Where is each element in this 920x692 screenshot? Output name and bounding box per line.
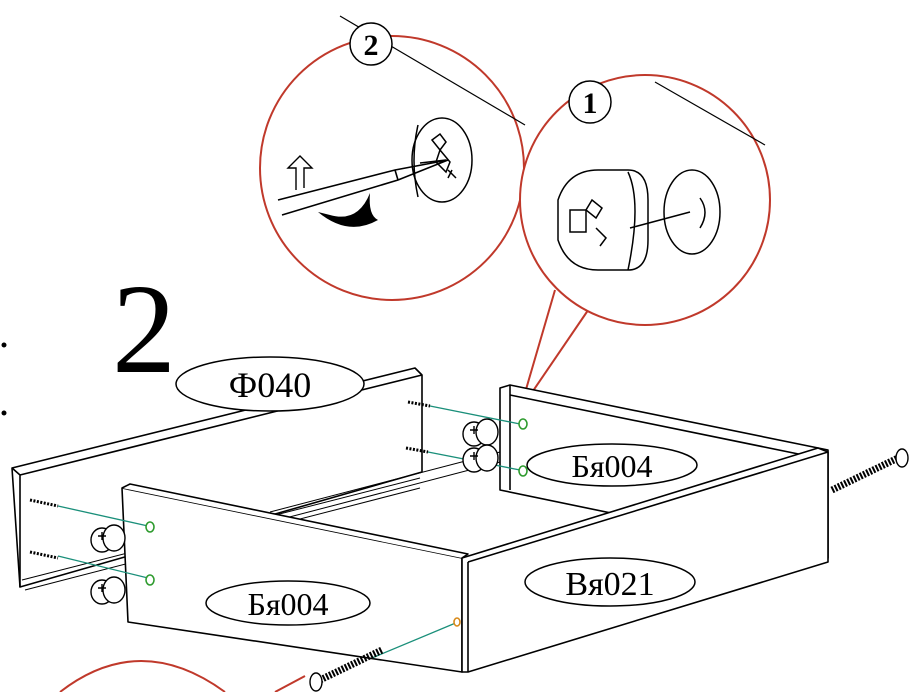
hole-marker-front [453, 617, 461, 627]
margin-dot [1, 410, 7, 416]
label-left-side: Бя004 [205, 580, 371, 626]
detail-1-number-badge [568, 80, 612, 124]
confirmat-screw-icon [830, 448, 909, 494]
detail-1-circle [519, 74, 771, 326]
detail-3-circle-partial [59, 660, 226, 692]
rotation-arrow-icon [286, 155, 378, 227]
left-side-panel [121, 487, 463, 673]
cam-lock-icon [557, 169, 721, 271]
confirmat-screw-icon [309, 646, 384, 692]
detail-1-callout: 1 [519, 74, 771, 411]
label-back-panel: Ф040 [175, 356, 365, 412]
cam-lock-icon [90, 418, 499, 605]
guide-lines [57, 405, 521, 659]
detail-2-callout: 2 [259, 15, 526, 301]
step-number: 2 [112, 258, 176, 400]
right-side-label: Бя004 [571, 448, 652, 484]
front-panel-label: Вя021 [565, 566, 654, 603]
hardware [29, 400, 909, 692]
cam-lock-icon [411, 117, 473, 203]
detail-1-number: 1 [583, 87, 598, 120]
detail-2-number-badge [349, 22, 393, 66]
label-right-side: Бя004 [526, 443, 698, 487]
screw-icon [29, 400, 431, 560]
hole-markers [145, 418, 528, 586]
drawer-box [11, 367, 829, 673]
margin-dot [1, 342, 7, 348]
left-side-label: Бя004 [247, 586, 328, 622]
detail-2-number: 2 [364, 29, 379, 62]
label-front-panel: Вя021 [524, 557, 696, 607]
back-panel-label: Ф040 [229, 365, 311, 405]
screwdriver-icon [277, 159, 449, 216]
